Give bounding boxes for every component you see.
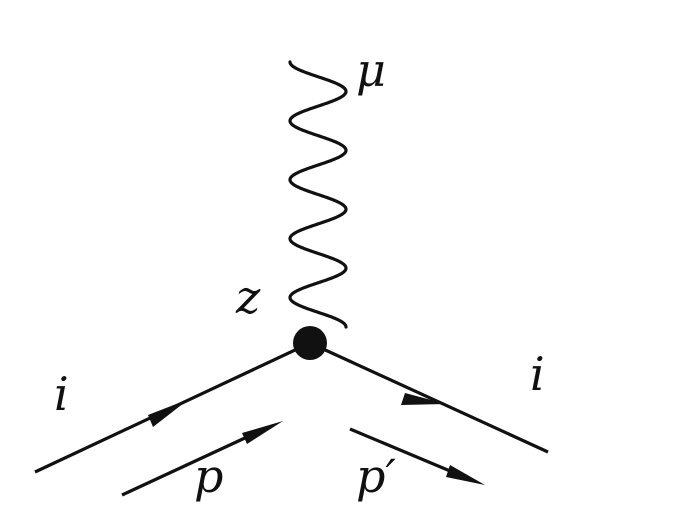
outgoing-fermion-line <box>309 341 549 454</box>
momentum-p-arrowhead <box>242 421 283 444</box>
momentum-p-arrow-shaft <box>121 429 261 497</box>
boson-wavy-line <box>288 60 348 329</box>
label-i-incoming: i <box>54 367 69 421</box>
outgoing-fermion-arrow <box>401 393 446 405</box>
label-p: p <box>194 449 223 503</box>
label-i-outgoing: i <box>530 347 545 401</box>
vertex-dot <box>293 326 327 360</box>
label-p-prime: p′ <box>356 449 396 503</box>
incoming-fermion-arrow <box>148 399 189 427</box>
label-z: z <box>235 270 261 324</box>
momentum-p-prime-arrowhead <box>446 465 485 485</box>
label-mu: μ <box>356 43 386 97</box>
momentum-p-prime-arrow-shaft <box>349 427 463 478</box>
